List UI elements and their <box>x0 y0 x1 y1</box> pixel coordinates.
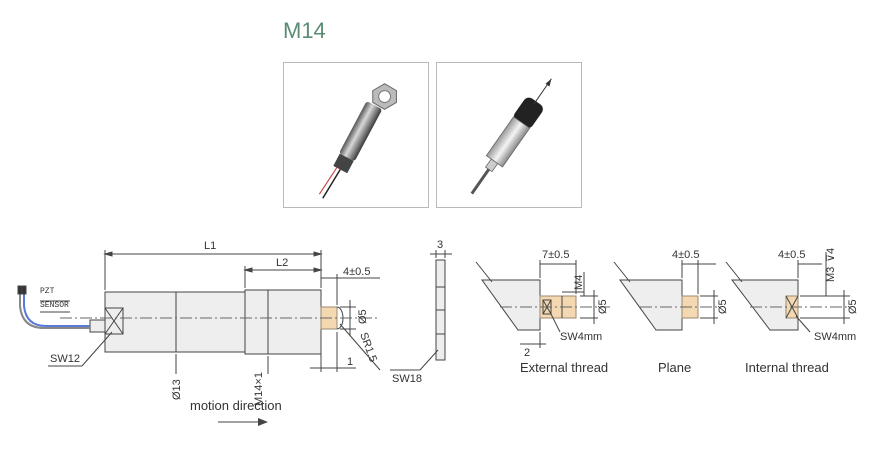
thread-section <box>244 289 322 355</box>
motion-arrow-head <box>258 418 268 426</box>
label-wrench-sw18: SW18 <box>392 373 422 385</box>
dim-body-dia: Ø13 <box>171 379 183 400</box>
product-photo-with-arrow <box>436 62 582 208</box>
technical-drawing: L1 L2 4±0.5 Ø5 SR1.5 Ø13 M14×1 1 SW12 PZ… <box>17 239 859 426</box>
sensor-nut-illustration <box>318 83 397 199</box>
dim-external-length: 7±0.5 <box>542 249 569 261</box>
product-photo-with-nut <box>283 62 429 208</box>
dim-internal-length: 4±0.5 <box>778 249 805 261</box>
dim-tip-length: 4±0.5 <box>343 266 370 278</box>
variant-internal-body <box>730 279 799 331</box>
dim-step: 1 <box>347 356 353 368</box>
variant-plane-name: Plane <box>658 360 691 375</box>
label-pzt: PZT <box>40 287 55 296</box>
dim-tip-dia: Ø5 <box>357 309 369 324</box>
dim-plane-length: 4±0.5 <box>672 249 699 261</box>
variant-external-name: External thread <box>520 360 608 375</box>
motion-direction-label: motion direction <box>190 398 282 413</box>
dim-internal-dia: Ø5 <box>847 299 859 314</box>
dim-external-offset: 2 <box>524 347 530 359</box>
variant-internal-name: Internal thread <box>745 360 829 375</box>
dim-plane-dia: Ø5 <box>717 299 729 314</box>
dim-L1: L1 <box>204 240 216 252</box>
body-outline <box>104 291 246 353</box>
label-external-wrench: SW4mm <box>560 331 602 343</box>
dim-thread: M14×1 <box>253 372 265 406</box>
dim-external-thread: M4 <box>573 275 585 290</box>
label-wrench-sw12: SW12 <box>50 353 80 365</box>
dim-internal-thread: M3 <box>825 267 837 282</box>
variant-external-body <box>481 279 541 331</box>
label-internal-wrench: SW4mm <box>814 331 856 343</box>
label-sensor: SENSOR <box>40 301 69 310</box>
dim-nut-thickness: 3 <box>437 239 443 251</box>
dim-internal-depth: ⊽4 <box>825 248 837 262</box>
dim-L2: L2 <box>276 257 288 269</box>
dim-external-dia: Ø5 <box>597 299 609 314</box>
model-title: M14 <box>283 18 326 43</box>
sensor-motion-illustration <box>470 78 552 195</box>
variant-plane-body <box>619 279 683 331</box>
